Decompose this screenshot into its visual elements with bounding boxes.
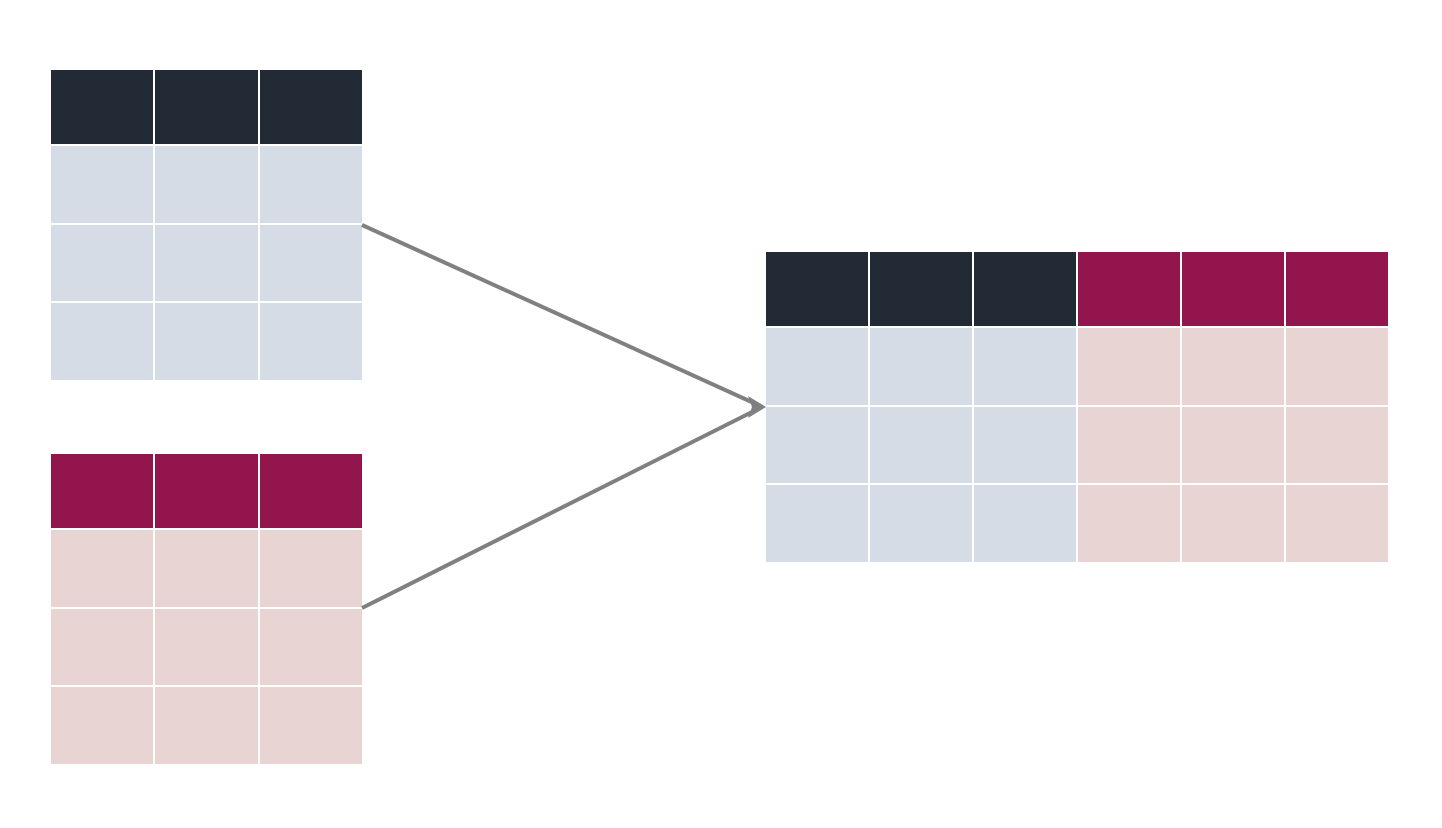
result-table-body-cell	[1286, 406, 1388, 484]
top-table-body-cell	[51, 303, 154, 380]
result-table-header-cell	[870, 252, 972, 326]
result-table-body-cell	[870, 328, 972, 405]
bottom-table-body-cell	[155, 530, 258, 607]
result-table-body-cell	[974, 328, 1076, 405]
result-table-body-cell	[974, 485, 1076, 562]
result-table-body-cell	[766, 328, 868, 405]
result-table-header-cell	[766, 252, 868, 326]
bottom-table-body-cell	[51, 687, 154, 764]
bottom-table-body-cell	[51, 608, 154, 686]
arrow-bottom-to-result	[361, 408, 757, 610]
bottom-table-body-cell	[155, 687, 258, 764]
result-table-header-cell	[1182, 252, 1284, 326]
result-table-body-cell	[766, 485, 868, 562]
top-table-body-cell	[259, 303, 362, 380]
top-table-body-cell	[155, 303, 258, 380]
result-table-body-cell	[1182, 485, 1284, 562]
result-table-body-cell	[1078, 328, 1180, 405]
result-table-body-cell	[1286, 485, 1388, 562]
top-table-header-cell	[51, 70, 154, 144]
top-table-body-cell	[51, 224, 154, 302]
bottom-table-header-cell	[155, 454, 258, 528]
top-table-body-cell	[155, 224, 258, 302]
bottom-table-body-cell	[155, 608, 258, 686]
arrowhead-icon	[748, 396, 766, 418]
result-table-header-cell	[1286, 252, 1388, 326]
result-table-body-cell	[1182, 328, 1284, 405]
bottom-table-body-cell	[259, 608, 362, 686]
bottom-table-header-cell	[259, 454, 362, 528]
top-table-header-cell	[155, 70, 258, 144]
result-table-body-cell	[766, 406, 868, 484]
result-table-header-cell	[974, 252, 1076, 326]
result-table-body-cell	[870, 485, 972, 562]
bottom-table	[51, 454, 362, 764]
result-table	[766, 252, 1388, 562]
result-table-body-cell	[1078, 485, 1180, 562]
bottom-table-body-cell	[259, 687, 362, 764]
top-table-body-cell	[259, 224, 362, 302]
top-table-body-cell	[259, 146, 362, 223]
top-table-header-cell	[259, 70, 362, 144]
result-table-body-cell	[1182, 406, 1284, 484]
top-table-body-cell	[51, 146, 154, 223]
result-table-header-cell	[1078, 252, 1180, 326]
result-table-body-cell	[1286, 328, 1388, 405]
arrow-top-to-result	[361, 223, 757, 406]
top-table	[51, 70, 362, 380]
result-table-body-cell	[974, 406, 1076, 484]
result-table-body-cell	[870, 406, 972, 484]
result-table-body-cell	[1078, 406, 1180, 484]
bottom-table-header-cell	[51, 454, 154, 528]
top-table-body-cell	[155, 146, 258, 223]
bottom-table-body-cell	[259, 530, 362, 607]
bottom-table-body-cell	[51, 530, 154, 607]
